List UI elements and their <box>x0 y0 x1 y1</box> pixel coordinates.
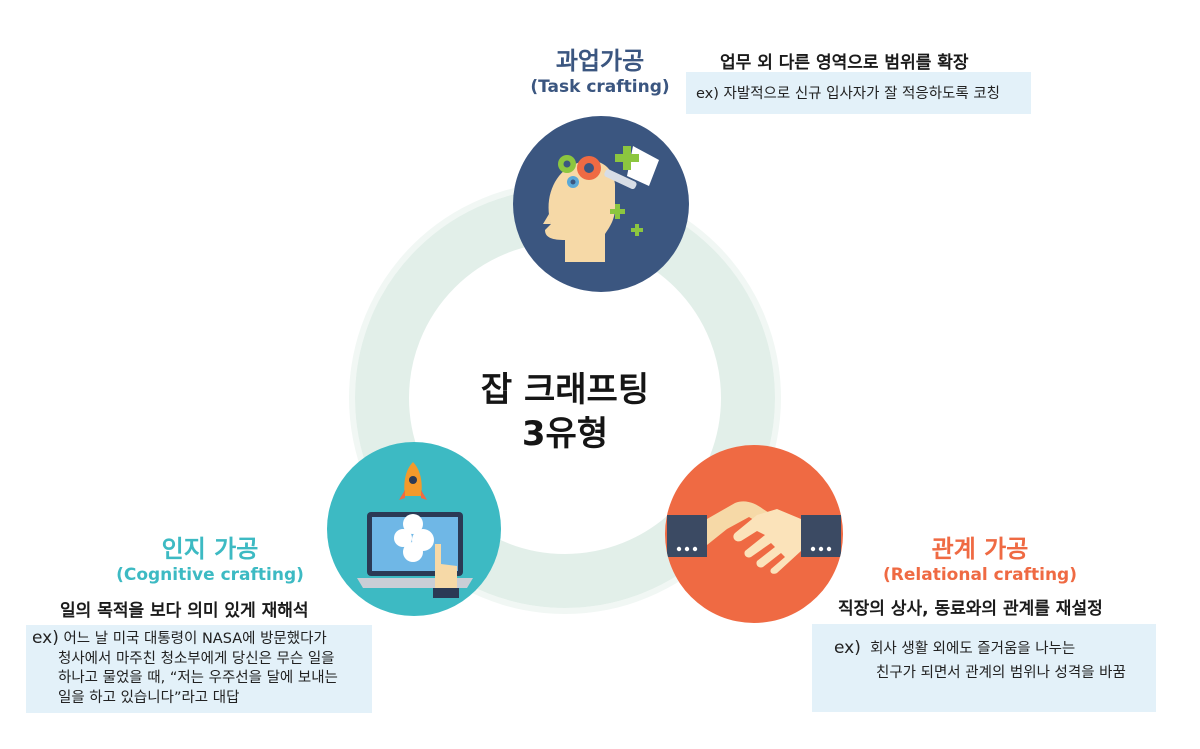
relational-crafting-circle <box>665 445 843 623</box>
relational-crafting-title: 관계 가공 (Relational crafting) <box>880 534 1080 586</box>
task-example-box: ex) 자발적으로 신규 입사자가 잘 적응하도록 코칭 <box>686 72 1031 114</box>
task-heading: 업무 외 다른 영역으로 범위를 확장 <box>720 53 969 73</box>
cognitive-example-box: ex) 어느 날 미국 대통령이 NASA에 방문했다가 청사에서 마주친 청소… <box>26 625 372 713</box>
cognitive-example-line: 일을 하고 있습니다”라고 대답 <box>58 689 240 706</box>
task-crafting-title: 과업가공 (Task crafting) <box>520 46 680 98</box>
relational-example-line: ex) 회사 생활 외에도 즐거움을 나누는 <box>834 638 1076 658</box>
cognitive-example-label: ex) <box>32 628 59 648</box>
cognitive-crafting-circle <box>327 442 501 616</box>
cognitive-example-line: 하나고 물었을 때, “저는 우주선을 달에 보내는 <box>58 670 338 686</box>
task-title-ko: 과업가공 <box>555 47 645 75</box>
relational-title-en: (Relational crafting) <box>883 565 1077 585</box>
cognitive-example-line: 청사에서 마주친 청소부에게 당신은 무슨 일을 <box>58 650 335 667</box>
task-crafting-circle <box>513 116 689 292</box>
handshake-icon <box>667 501 841 574</box>
center-title-line1: 잡 크래프팅 <box>480 370 650 410</box>
task-title-en: (Task crafting) <box>530 77 670 97</box>
cognitive-heading: 일의 목적을 보다 의미 있게 재해석 <box>60 601 309 621</box>
cognitive-crafting-title: 인지 가공 (Cognitive crafting) <box>100 534 320 586</box>
cognitive-title-ko: 인지 가공 <box>161 535 259 563</box>
relational-title-ko: 관계 가공 <box>931 535 1029 563</box>
cognitive-example-line: ex) 어느 날 미국 대통령이 NASA에 방문했다가 <box>32 628 327 648</box>
relational-example-label: ex) <box>834 638 861 658</box>
center-title-line2: 3유형 <box>521 414 609 454</box>
relational-example-box: ex) 회사 생활 외에도 즐거움을 나누는 친구가 되면서 관계의 범위나 성… <box>812 624 1156 712</box>
laptop-rocket-icon <box>357 462 473 598</box>
cognitive-title-en: (Cognitive crafting) <box>116 565 304 585</box>
relational-example-line: 친구가 되면서 관계의 범위나 성격을 바꿈 <box>876 665 1126 681</box>
center-title: 잡 크래프팅 3유형 <box>415 368 715 456</box>
relational-heading: 직장의 상사, 동료와의 관계를 재설정 <box>838 599 1103 619</box>
head-with-gears-icon <box>543 146 659 262</box>
